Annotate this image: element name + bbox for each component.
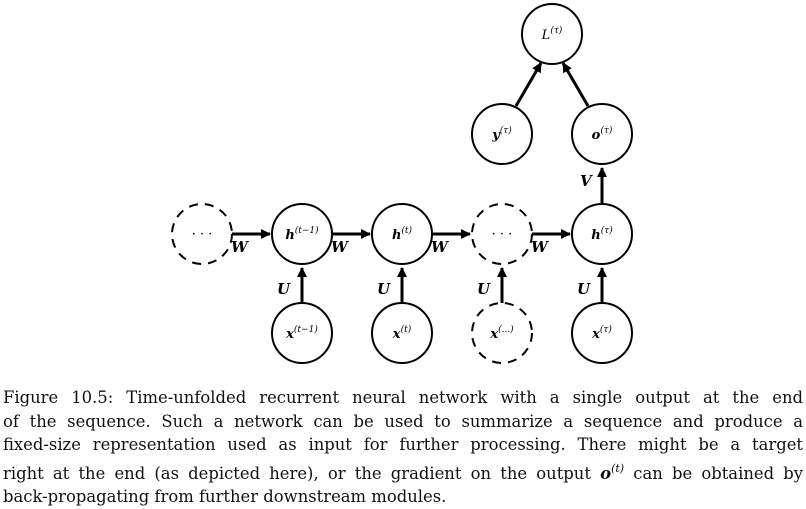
label-v: V — [580, 172, 593, 190]
caption-line-4-end: can be obtained by — [633, 463, 804, 483]
node-h-tau — [571, 203, 633, 265]
label-x-dots: x(...) — [489, 324, 514, 342]
label-h-tau: h(τ) — [591, 225, 613, 243]
figure-caption: Figure 10.5: Time-unfolded recurrent neu… — [3, 386, 803, 509]
rnn-unfolded-diagram: W W W W U U U U V L(τ) y(τ) o(τ) · · · h… — [171, 3, 633, 364]
node-h-prev-dots — [171, 203, 233, 265]
label-w-4: W — [531, 238, 550, 256]
label-x-t-minus-1: x(t−1) — [285, 324, 318, 342]
label-u-2: U — [377, 280, 391, 298]
edge-labels: W W W W U U U U V — [231, 172, 593, 298]
caption-line-1: Figure 10.5: Time-unfolded recurrent neu… — [3, 388, 803, 407]
label-h-t-minus-1: h(t−1) — [285, 225, 319, 243]
output-symbol-sup: (t) — [611, 461, 625, 475]
nodes — [171, 3, 633, 364]
label-loss: L(τ) — [541, 25, 563, 43]
edge-o-to-loss — [561, 62, 590, 107]
label-h-prev-dots: · · · — [192, 227, 213, 242]
edges — [231, 62, 607, 304]
node-output — [571, 103, 633, 165]
node-x-t — [371, 302, 433, 364]
label-w-1: W — [231, 238, 250, 256]
label-w-3: W — [431, 238, 450, 256]
node-x-dots — [471, 302, 533, 364]
caption-line-5: back-propagating from further downstream… — [3, 487, 447, 506]
node-h-t — [371, 203, 433, 265]
caption-line-3: fixed-size representation used as input … — [3, 435, 803, 454]
node-x-t-minus-1 — [271, 302, 333, 364]
label-output: o(τ) — [592, 125, 613, 143]
label-target: y(τ) — [491, 125, 512, 143]
caption-line-2: of the sequence. Such a network can be u… — [3, 411, 803, 431]
caption-line-4: right at the end (as depicted here), or … — [3, 457, 803, 486]
label-w-2: W — [331, 238, 350, 256]
node-x-tau — [571, 302, 633, 364]
node-target — [471, 103, 533, 165]
caption-line-4-start: right at the end (as depicted here), or … — [3, 463, 591, 483]
node-h-mid-dots — [471, 203, 533, 265]
output-symbol: o — [600, 463, 612, 483]
edge-y-to-loss — [514, 62, 543, 107]
label-h-mid-dots: · · · — [492, 227, 513, 242]
label-u-3: U — [477, 280, 491, 298]
node-loss — [521, 3, 583, 65]
label-u-1: U — [277, 280, 291, 298]
label-x-t: x(t) — [392, 324, 412, 342]
label-u-4: U — [577, 280, 591, 298]
node-labels: L(τ) y(τ) o(τ) · · · h(t−1) h(t) · · · h… — [192, 25, 614, 342]
label-x-tau: x(τ) — [591, 324, 612, 342]
label-h-t: h(t) — [392, 225, 413, 243]
node-h-t-minus-1 — [271, 203, 333, 265]
